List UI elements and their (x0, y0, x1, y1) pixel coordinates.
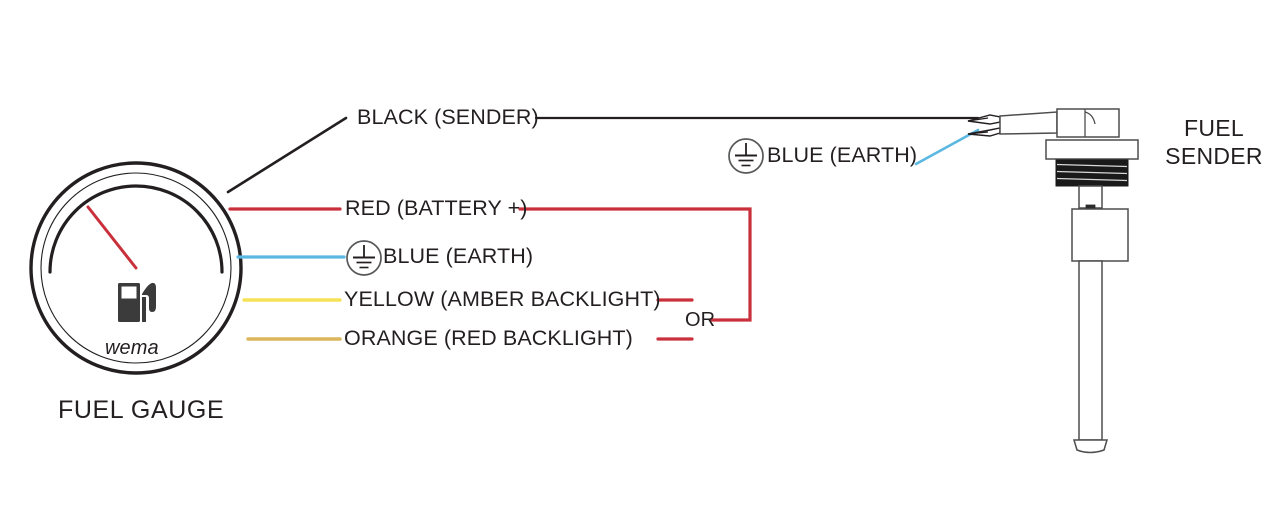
wire-label-red: RED (BATTERY +) (345, 196, 528, 220)
sender-terminal-upper (967, 114, 1001, 125)
gauge-dial-arc (48, 184, 224, 274)
sender-float-body (1071, 208, 1129, 262)
or-junction-label: OR (685, 309, 716, 331)
gauge-title-label: FUEL GAUGE (58, 396, 225, 424)
sender-thread-barrel (1055, 159, 1129, 187)
gauge-needle (86, 205, 138, 270)
sender-stem-lower (1078, 260, 1103, 441)
earth-icon-gauge (346, 240, 382, 276)
sender-title-line2: SENDER (1165, 143, 1263, 170)
fuel-sender-graphic (967, 108, 1139, 454)
wire-label-orange: ORANGE (RED BACKLIGHT) (344, 326, 633, 350)
wire-label-blue-sender: BLUE (EARTH) (767, 143, 918, 167)
wire-blue-sender (914, 128, 980, 166)
sender-bottom-cap (1072, 439, 1109, 454)
fuel-pump-icon (118, 282, 156, 322)
wire-label-yellow: YELLOW (AMBER BACKLIGHT) (344, 287, 661, 311)
sender-title: FUEL SENDER (1155, 114, 1273, 170)
earth-icon-sender (728, 138, 764, 174)
wire-black-leader (226, 116, 348, 194)
sender-cable-boot (999, 111, 1058, 135)
wire-label-blue-gauge: BLUE (EARTH) (383, 244, 534, 268)
gauge-brand-label: wema (105, 337, 159, 359)
wire-red-loop (518, 207, 752, 322)
wire-label-black: BLACK (SENDER) (357, 105, 539, 129)
sender-housing-curve (1084, 111, 1096, 125)
sender-flange-plate (1045, 139, 1139, 160)
fuel-gauge-graphic (29, 161, 243, 375)
sender-title-line1: FUEL (1184, 115, 1244, 141)
